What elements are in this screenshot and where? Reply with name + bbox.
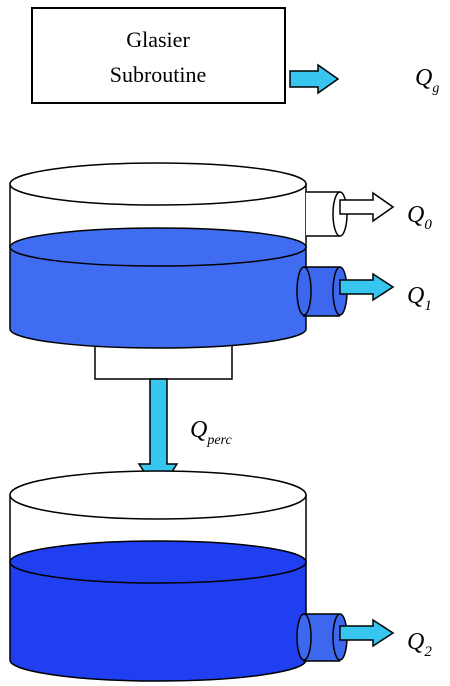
q2-arrow	[339, 618, 395, 648]
q1-label: Q1	[407, 283, 432, 314]
q0-label: Q0	[407, 202, 432, 233]
upper-reservoir	[9, 162, 307, 380]
upper-reservoir-rim	[9, 162, 307, 206]
qg-label: Qg	[415, 65, 439, 96]
upper-reservoir-water	[9, 246, 307, 349]
upper-reservoir-water-surface	[9, 227, 307, 267]
lower-reservoir-water	[9, 561, 307, 682]
qperc-label: Qperc	[190, 417, 232, 448]
lower-reservoir	[9, 470, 307, 682]
q1-outlet	[296, 266, 395, 317]
glacier-subroutine: Glasier Subroutine	[31, 7, 286, 104]
q2-outlet	[296, 613, 395, 662]
q0-outlet	[306, 191, 395, 237]
q0-arrow	[339, 191, 395, 223]
lower-reservoir-water-surface	[9, 540, 307, 584]
glacier-box-line2: Subroutine	[110, 62, 207, 87]
glacier-subroutine-box	[31, 7, 286, 104]
qg-arrow	[289, 63, 340, 95]
q1-arrow	[339, 272, 395, 302]
q2-label: Q2	[407, 629, 432, 660]
glacier-box-line1: Glasier	[126, 27, 190, 52]
lower-reservoir-rim	[9, 470, 307, 520]
